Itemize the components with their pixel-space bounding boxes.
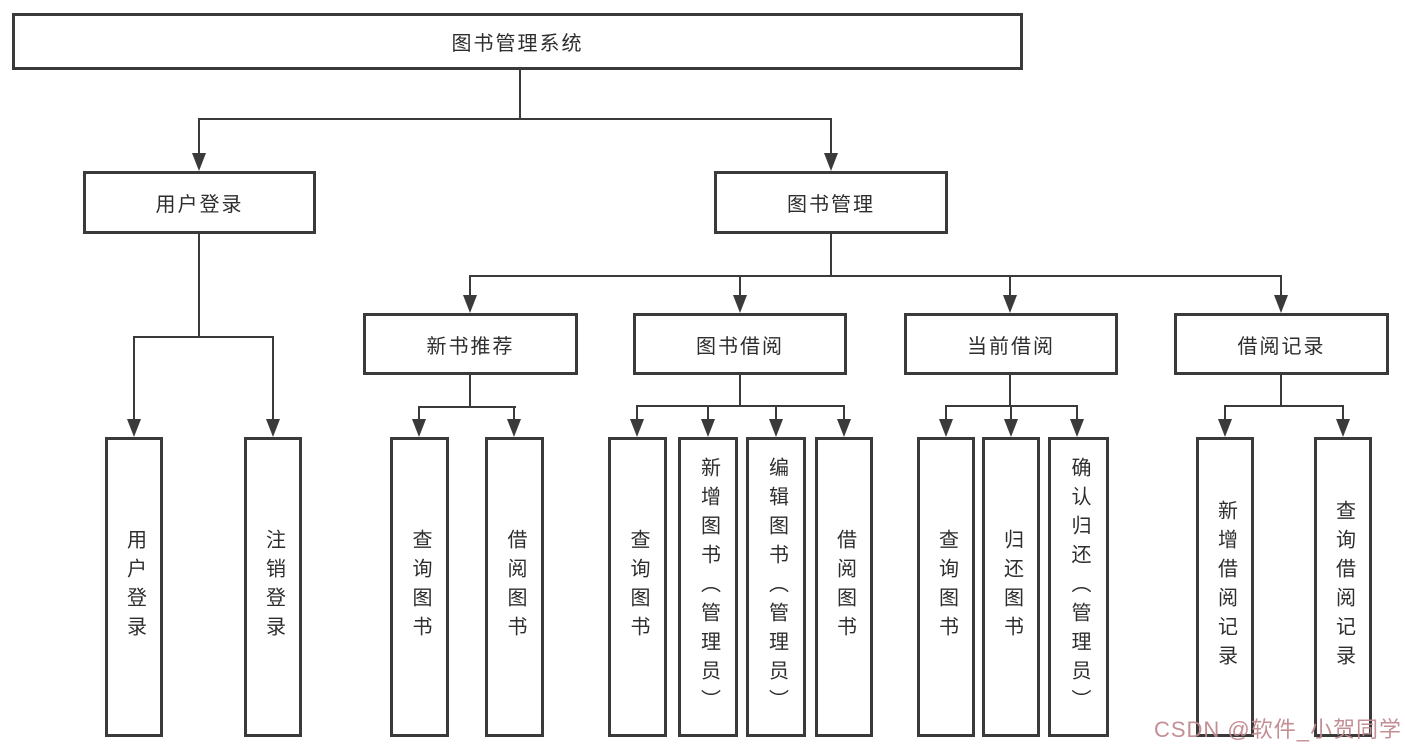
- node-label: 用户登录: [155, 194, 244, 216]
- connector-level1-horizontal: [198, 118, 832, 120]
- node-leaf-confirm-return-admin: 确认归还（管理员）: [1048, 437, 1109, 737]
- node-label: 查询图书: [409, 529, 431, 645]
- connector-user-login-horizontal: [134, 336, 274, 338]
- node-leaf-add-books-admin: 新增图书（管理员）: [678, 437, 738, 737]
- node-label: 当前借阅: [967, 335, 1055, 358]
- node-label: 查询图书: [627, 529, 649, 645]
- arrow-down-icon: [1274, 295, 1288, 313]
- node-new-book-recommend: 新书推荐: [363, 313, 578, 375]
- node-label: 查询借阅记录: [1332, 500, 1355, 674]
- node-label: 借阅图书: [504, 529, 526, 645]
- node-leaf-return-books: 归还图书: [982, 437, 1040, 737]
- connector-arrowline: [1342, 405, 1344, 423]
- node-leaf-borrow-books: 借阅图书: [815, 437, 873, 737]
- connector-book-borrow-stem: [739, 374, 741, 407]
- node-label: 借阅图书: [833, 529, 856, 645]
- arrow-down-icon: [769, 419, 783, 437]
- node-book-management: 图书管理: [714, 171, 948, 234]
- arrow-down-icon: [824, 153, 838, 171]
- arrow-down-icon: [1004, 419, 1018, 437]
- arrow-down-icon: [701, 419, 715, 437]
- connector-arrowline: [843, 405, 845, 423]
- node-leaf-query-books-current: 查询图书: [917, 437, 975, 737]
- connector-arrowline-borrow-records: [1280, 275, 1282, 299]
- node-leaf-add-borrow-record: 新增借阅记录: [1196, 437, 1254, 737]
- connector-current-borrow-stem: [1009, 374, 1011, 407]
- node-label: 新增图书（管理员）: [697, 456, 720, 718]
- arrow-down-icon: [1003, 295, 1017, 313]
- node-leaf-borrow-books-recommend: 借阅图书: [485, 437, 544, 737]
- node-leaf-edit-books-admin: 编辑图书（管理员）: [746, 437, 806, 737]
- connector-arrowline-leaf-user-login: [133, 336, 135, 423]
- connector-arrowline: [707, 405, 709, 423]
- node-label: 借阅记录: [1237, 335, 1326, 358]
- node-label: 确认归还（管理员）: [1068, 456, 1090, 718]
- arrow-down-icon: [127, 419, 141, 437]
- node-leaf-query-books-recommend: 查询图书: [390, 437, 449, 737]
- connector-arrowline: [636, 405, 638, 423]
- arrow-down-icon: [1336, 419, 1350, 437]
- node-leaf-query-books-borrow: 查询图书: [608, 437, 667, 737]
- connector-root-stem: [519, 69, 521, 120]
- node-leaf-user-login: 用户登录: [105, 437, 163, 737]
- node-label: 注销登录: [262, 529, 285, 645]
- node-borrowing-records: 借阅记录: [1174, 313, 1389, 375]
- arrow-down-icon: [733, 295, 747, 313]
- node-label: 图书管理: [787, 194, 875, 216]
- arrow-down-icon: [1070, 419, 1084, 437]
- arrow-down-icon: [412, 419, 426, 437]
- connector-new-books-horizontal: [419, 406, 516, 408]
- arrow-down-icon: [939, 419, 953, 437]
- connector-arrowline-book-borrow: [739, 275, 741, 299]
- connector-arrowline: [513, 406, 515, 423]
- node-label: 归还图书: [1000, 529, 1023, 645]
- node-leaf-logout: 注销登录: [244, 437, 302, 737]
- connector-level3-horizontal: [469, 275, 1282, 277]
- connector-current-borrow-horizontal: [946, 405, 1078, 407]
- node-user-login: 用户登录: [83, 171, 316, 234]
- node-label: 图书管理系统: [451, 33, 584, 55]
- connector-arrowline: [775, 405, 777, 423]
- arrow-down-icon: [192, 153, 206, 171]
- connector-arrowline-leaf-logout: [272, 336, 274, 423]
- connector-arrowline-new-books: [469, 275, 471, 299]
- arrow-down-icon: [837, 419, 851, 437]
- connector-arrowline: [1010, 405, 1012, 423]
- arrow-down-icon: [630, 419, 644, 437]
- connector-book-mgmt-stem: [830, 233, 832, 277]
- csdn-watermark: CSDN @软件_小贺同学: [1153, 717, 1402, 742]
- connector-arrowline: [945, 405, 947, 423]
- node-label: 用户登录: [123, 529, 146, 645]
- connector-borrow-records-stem: [1280, 374, 1282, 407]
- node-label: 查询图书: [935, 529, 958, 645]
- arrow-down-icon: [1218, 419, 1232, 437]
- node-current-borrowing: 当前借阅: [904, 313, 1118, 375]
- arrow-down-icon: [463, 295, 477, 313]
- node-label: 编辑图书（管理员）: [765, 456, 788, 718]
- connector-arrowline: [418, 406, 420, 423]
- arrow-down-icon: [507, 419, 521, 437]
- connector-user-login-stem: [198, 233, 200, 338]
- connector-arrowline-book-mgmt: [830, 118, 832, 157]
- connector-book-borrow-horizontal: [637, 405, 845, 407]
- connector-borrow-records-horizontal: [1225, 405, 1344, 407]
- node-book-borrowing: 图书借阅: [633, 313, 847, 375]
- node-library-management-system: 图书管理系统: [12, 13, 1023, 70]
- connector-arrowline-current-borrow: [1009, 275, 1011, 299]
- connector-arrowline-user-login: [198, 118, 200, 157]
- connector-arrowline: [1076, 405, 1078, 423]
- node-label: 图书借阅: [696, 335, 784, 358]
- connector-arrowline: [1224, 405, 1226, 423]
- connector-new-books-stem: [469, 374, 471, 408]
- node-leaf-query-borrow-record: 查询借阅记录: [1314, 437, 1372, 737]
- arrow-down-icon: [266, 419, 280, 437]
- node-label: 新增借阅记录: [1214, 500, 1237, 674]
- node-label: 新书推荐: [426, 335, 515, 358]
